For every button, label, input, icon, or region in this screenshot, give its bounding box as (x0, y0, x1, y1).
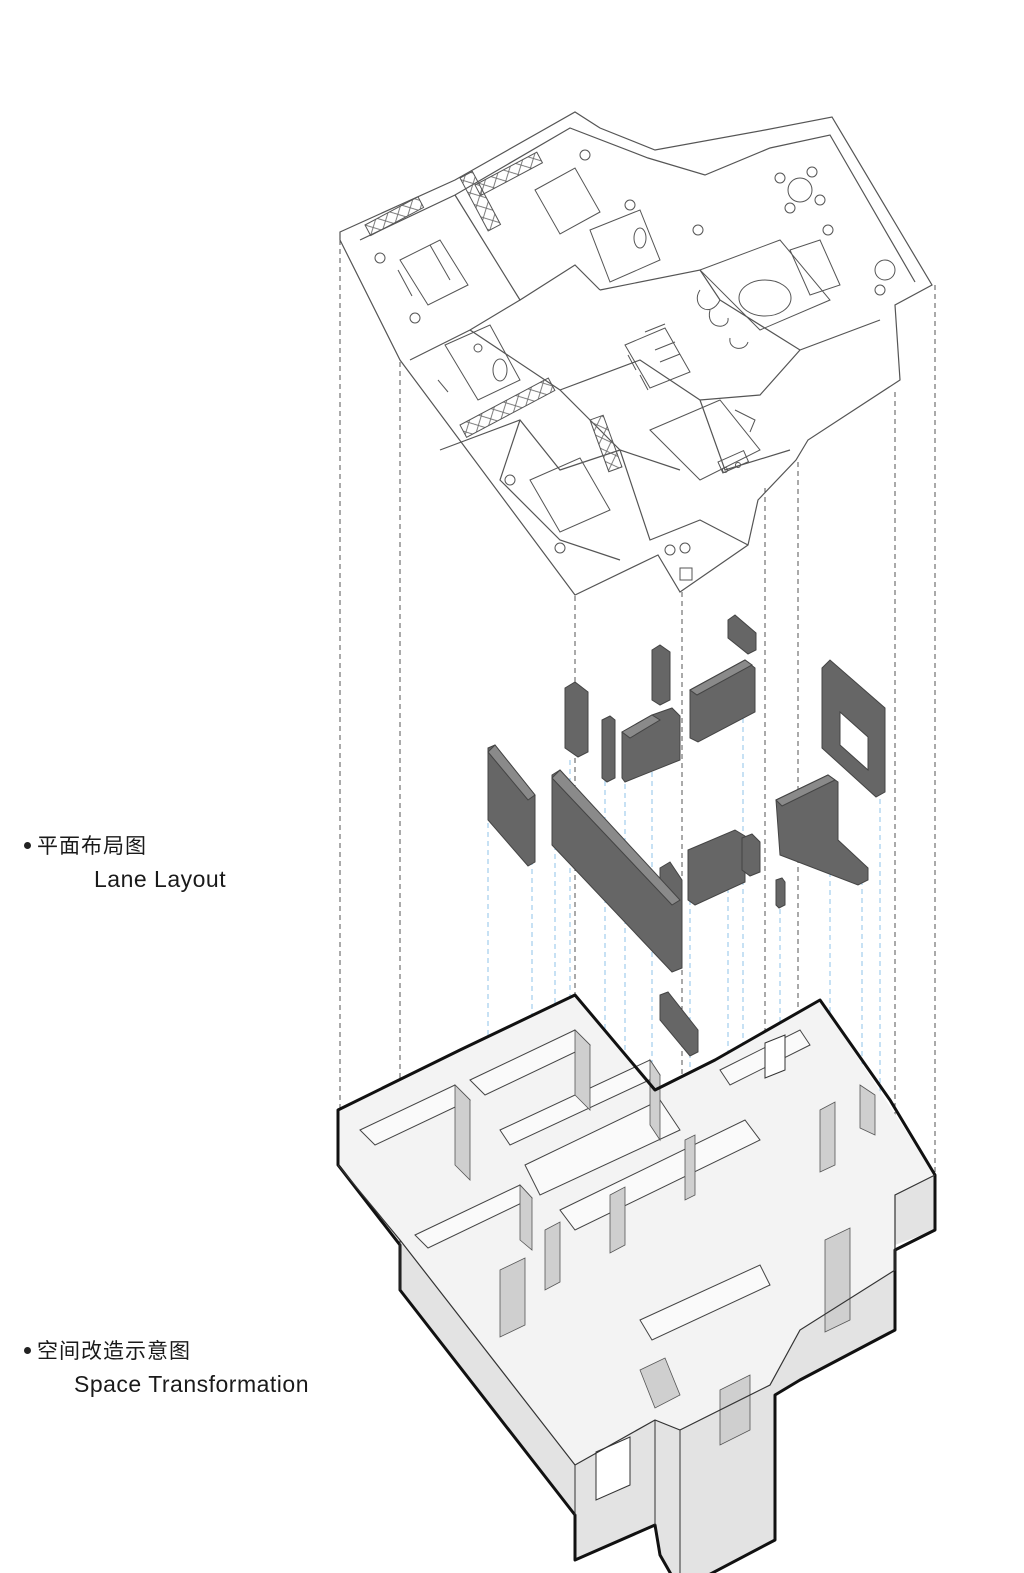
space-label-en: Space Transformation (74, 1371, 310, 1397)
bullet-icon (24, 841, 31, 849)
wall-piece-6 (689, 659, 756, 743)
wall-piece-2 (551, 769, 683, 973)
new-wall-pieces (487, 614, 886, 1057)
wall-piece-10 (687, 829, 761, 906)
space-label-zh: 空间改造示意图 (37, 1339, 191, 1363)
plan-label: 平面布局图 Lane Layout (24, 830, 226, 893)
plan-label-en: Lane Layout (94, 866, 227, 892)
living-room (696, 239, 841, 349)
wall-piece-5 (621, 644, 681, 783)
bedroom-1 (364, 196, 469, 324)
lounge (774, 166, 896, 296)
space-model (336, 993, 937, 1573)
plan-label-zh: 平面布局图 (37, 834, 147, 858)
wall-piece-7 (727, 614, 757, 655)
wall-piece-3 (564, 681, 589, 758)
wall-piece-8 (821, 659, 886, 798)
plan-furniture (364, 149, 896, 581)
wall-piece-12 (659, 991, 699, 1057)
space-label: 空间改造示意图 Space Transformation (24, 1335, 309, 1398)
bathroom (437, 209, 704, 401)
bullet-icon (24, 1346, 31, 1354)
wall-piece-9 (775, 774, 869, 886)
wall-piece-11 (775, 877, 786, 909)
window-1 (595, 1436, 631, 1501)
bedroom-3 (459, 377, 623, 554)
floor-plan (339, 111, 933, 596)
wall-piece-1 (487, 744, 536, 867)
bedroom-2 (459, 149, 636, 235)
dining-area (624, 323, 691, 391)
model-outline (336, 993, 937, 1573)
model-top-surface (338, 995, 935, 1465)
kitchen (649, 399, 761, 581)
wall-piece-4 (601, 715, 616, 783)
window-2 (764, 1034, 786, 1079)
plan-outline (339, 111, 933, 596)
